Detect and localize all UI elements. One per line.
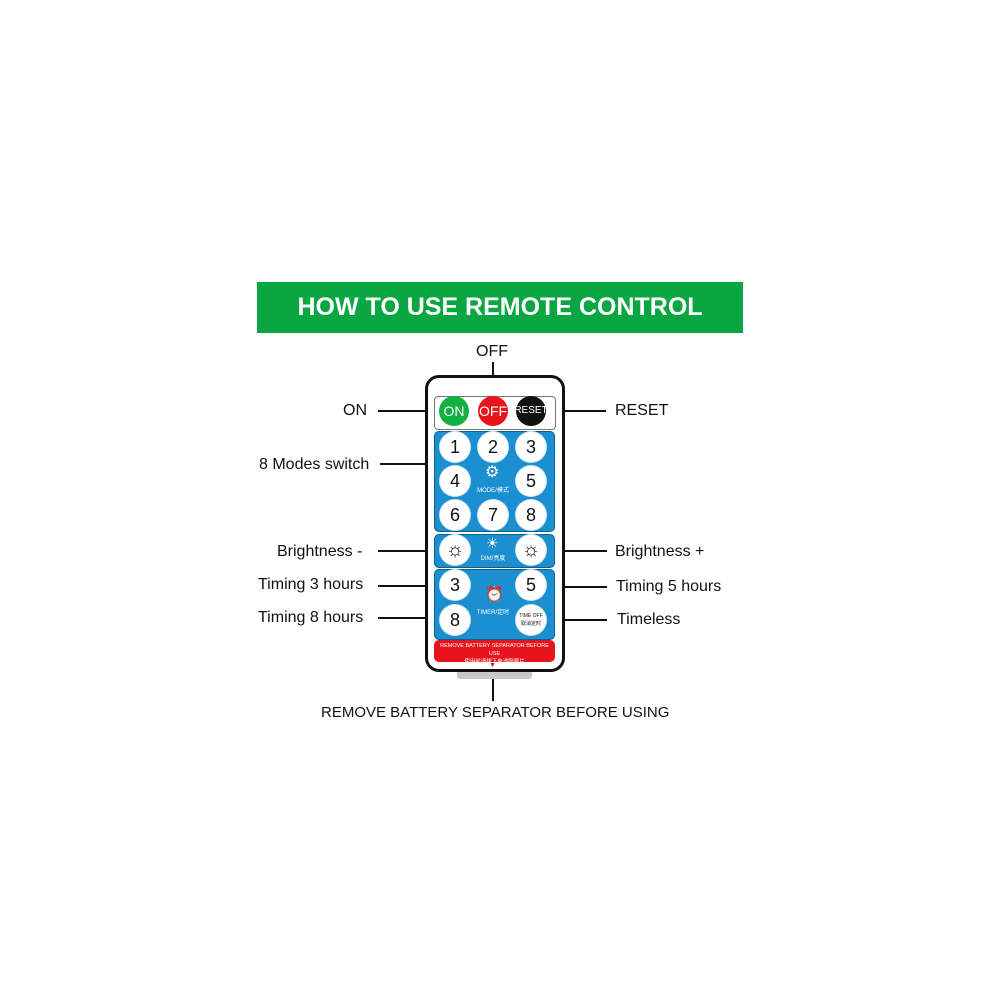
sun-plus-icon: ☼: [521, 539, 541, 561]
leader-line: [378, 550, 438, 552]
timer-3-button[interactable]: 3: [440, 570, 470, 600]
gear-icon: ⚙: [485, 464, 500, 481]
label-timing-8: Timing 8 hours: [258, 609, 364, 626]
mode-3-button[interactable]: 3: [516, 432, 546, 462]
title-banner: HOW TO USE REMOTE CONTROL: [257, 282, 743, 333]
arrow-down-icon: ▼: [489, 662, 496, 669]
label-timing-3: Timing 3 hours: [258, 576, 364, 593]
leader-line: [545, 586, 607, 588]
leader-line: [545, 550, 607, 552]
label-on: ON: [343, 402, 367, 419]
brightness-icon: ☀: [486, 535, 499, 551]
mode-5-button[interactable]: 5: [516, 466, 546, 496]
mode-8-button[interactable]: 8: [516, 500, 546, 530]
sun-minus-icon: ☼: [445, 539, 465, 561]
leader-line: [545, 619, 607, 621]
alarm-clock-icon: ⏰: [485, 586, 504, 603]
timer-5-button[interactable]: 5: [516, 570, 546, 600]
time-off-button[interactable]: TIME OFF 取消定时: [516, 605, 546, 635]
leader-line: [378, 617, 438, 619]
reset-button[interactable]: RESET: [514, 396, 548, 426]
brightness-plus-button[interactable]: ☼: [516, 535, 546, 565]
label-separator: REMOVE BATTERY SEPARATOR BEFORE USING: [321, 704, 670, 721]
mode-caption: MODE/模式: [477, 488, 509, 494]
time-off-label-cn: 取消定时: [520, 621, 541, 627]
label-brightness-minus: Brightness -: [277, 543, 363, 560]
label-brightness-plus: Brightness +: [615, 543, 705, 560]
off-button[interactable]: OFF: [478, 396, 508, 426]
dim-caption: DIM/亮度: [480, 556, 506, 562]
leader-line: [492, 679, 494, 701]
label-timeless: Timeless: [617, 611, 681, 628]
timer-8-button[interactable]: 8: [440, 605, 470, 635]
label-off: OFF: [476, 343, 508, 360]
leader-line: [378, 410, 434, 412]
label-reset: RESET: [615, 402, 669, 419]
leader-line: [378, 585, 438, 587]
brightness-minus-button[interactable]: ☼: [440, 535, 470, 565]
label-timing-5: Timing 5 hours: [616, 578, 722, 595]
label-modes: 8 Modes switch: [259, 456, 370, 473]
warning-text: REMOVE BATTERY SEPARATOR BEFORE USE: [440, 643, 549, 657]
mode-1-button[interactable]: 1: [440, 432, 470, 462]
warning-text-cn: 使用前请拔下电池隔离片: [464, 659, 525, 665]
mode-4-button[interactable]: 4: [440, 466, 470, 496]
mode-7-button[interactable]: 7: [478, 500, 508, 530]
leader-line: [380, 463, 434, 465]
mode-2-button[interactable]: 2: [478, 432, 508, 462]
on-button[interactable]: ON: [439, 396, 469, 426]
mode-6-button[interactable]: 6: [440, 500, 470, 530]
time-off-label: TIME OFF: [519, 613, 543, 619]
battery-separator-tab[interactable]: [457, 669, 532, 679]
timer-caption: TIMER/定时: [476, 610, 510, 616]
separator-warning: REMOVE BATTERY SEPARATOR BEFORE USE 使用前请…: [434, 640, 555, 665]
leader-line: [548, 410, 606, 412]
